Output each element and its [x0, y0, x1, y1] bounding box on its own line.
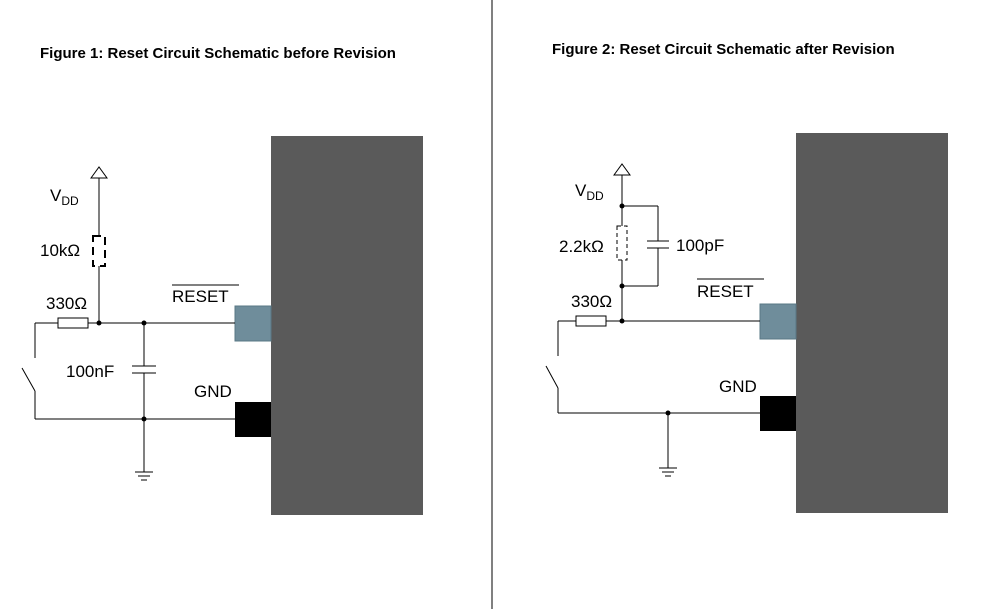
figure-1-series-resistor	[57, 317, 89, 329]
figure-1-pullup-resistor	[92, 235, 106, 267]
figure-1-title: Figure 1: Reset Circuit Schematic before…	[40, 45, 396, 62]
figure-2-node-2	[619, 283, 625, 289]
figure-2-vdd-label: VDD	[575, 181, 604, 203]
figure-2-ground-icon	[659, 467, 677, 477]
figure-1-gnd-label: GND	[194, 382, 232, 401]
figure-1-ground-icon	[135, 471, 153, 481]
figure-2-cap-label: 100pF	[676, 236, 724, 255]
figure-2-switch-blade	[545, 365, 559, 389]
figure-1-cap-label: 100nF	[66, 362, 114, 381]
figure-1-switch-blade	[21, 367, 36, 392]
figure-2-series-label: 330Ω	[571, 292, 612, 311]
figure-1: Figure 1: Reset Circuit Schematic before…	[21, 45, 423, 515]
figure-1-vdd-label: VDD	[50, 186, 79, 208]
figure-2: Figure 2: Reset Circuit Schematic after …	[545, 41, 948, 513]
figure-2-pullup-resistor	[616, 225, 628, 261]
figure-1-chip-body	[271, 136, 423, 515]
figure-2-pullup-label: 2.2kΩ	[559, 237, 604, 256]
figure-1-series-label: 330Ω	[46, 294, 87, 313]
figure-2-reset-label: RESET	[697, 282, 754, 301]
figure-2-reset-pad	[759, 303, 797, 340]
figure-2-chip-body	[796, 133, 948, 513]
figure-1-gnd-pad	[235, 402, 271, 437]
figure-2-series-resistor	[575, 315, 607, 327]
figure-1-vdd-symbol	[90, 166, 108, 179]
figure-2-gnd-label: GND	[719, 377, 757, 396]
figure-2-vdd-symbol	[613, 163, 631, 176]
figure-1-reset-pad	[234, 305, 272, 342]
figure-1-reset-label: RESET	[172, 287, 229, 306]
figure-1-pullup-label: 10kΩ	[40, 241, 80, 260]
figure-2-gnd-pad	[760, 396, 796, 431]
figure-2-title: Figure 2: Reset Circuit Schematic after …	[552, 41, 895, 58]
